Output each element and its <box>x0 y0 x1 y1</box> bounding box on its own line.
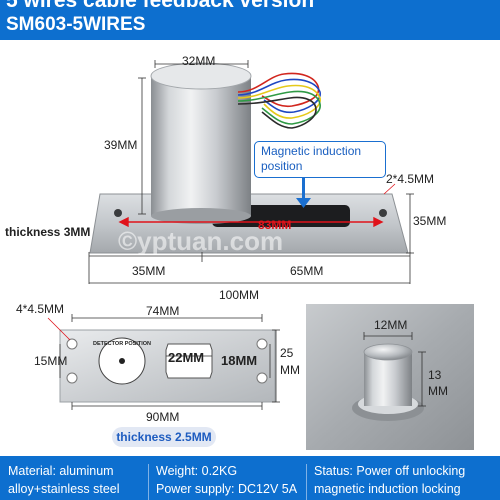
feedback-wires <box>237 72 321 129</box>
label-plate-height-num: 25 <box>280 346 294 360</box>
label-height: 39MM <box>104 138 138 152</box>
spec-status-line2: magnetic induction locking <box>314 482 461 496</box>
spec-power: Power supply: DC12V 5A <box>156 482 298 496</box>
label-plate-width: 35MM <box>413 214 447 228</box>
label-magnet-diameter: 12MM <box>374 318 408 332</box>
label-slot-length: 83MM <box>258 218 292 232</box>
label-right-height: 18MM <box>221 353 258 368</box>
label-left-height: 15MM <box>34 354 68 368</box>
callout-line1: Magnetic induction <box>261 144 362 158</box>
header-title: 5 wires cable feedback version <box>6 0 315 12</box>
label-mount-holes: 2*4.5MM <box>386 172 435 186</box>
callout-line2: position <box>261 159 303 173</box>
detector-position-text: DETECTOR POSITION <box>93 341 151 347</box>
footer-divider <box>148 464 149 500</box>
slot-dimension <box>118 216 384 228</box>
magnet-dimensions <box>363 332 426 407</box>
label-plate-height-unit: MM <box>280 363 300 377</box>
label-diameter: 32MM <box>182 54 216 68</box>
footer-divider <box>306 464 307 500</box>
label-hole-spacing: 74MM <box>146 304 180 318</box>
spec-material-line2: alloy+stainless steel <box>8 482 120 496</box>
spec-material-line1: Material: aluminum <box>8 464 114 478</box>
label-plate-thickness: thickness 3MM <box>5 225 91 239</box>
strike-plate <box>59 329 276 403</box>
label-magnet-height-num: 13 <box>428 368 442 382</box>
spec-status-line1: Status: Power off unlocking <box>314 464 466 478</box>
top-view-dimensions <box>88 60 414 284</box>
label-total-length: 100MM <box>219 288 260 302</box>
spec-footer: Material: aluminum alloy+stainless steel… <box>0 456 500 500</box>
label-plate-width: 90MM <box>146 410 180 424</box>
plate-thickness-badge: thickness 2.5MM <box>112 427 216 447</box>
label-magnet-height-unit: MM <box>428 384 448 398</box>
callout-pointer <box>296 178 311 208</box>
header-banner: 5 wires cable feedback version SM603-5WI… <box>0 0 500 40</box>
label-center-opening: 22MM <box>168 350 205 365</box>
label-plate-holes: 4*4.5MM <box>16 302 65 316</box>
plate-dimensions <box>47 314 280 410</box>
header-model: SM603-5WIRES <box>6 14 146 35</box>
label-right-length: 65MM <box>290 264 324 278</box>
spec-weight: Weight: 0.2KG <box>156 464 238 478</box>
label-left-length: 35MM <box>132 264 166 278</box>
watermark: ©yptuan.com <box>118 226 283 256</box>
magnet-photo <box>306 304 474 450</box>
magnetic-induction-callout: Magnetic induction position <box>254 141 386 178</box>
